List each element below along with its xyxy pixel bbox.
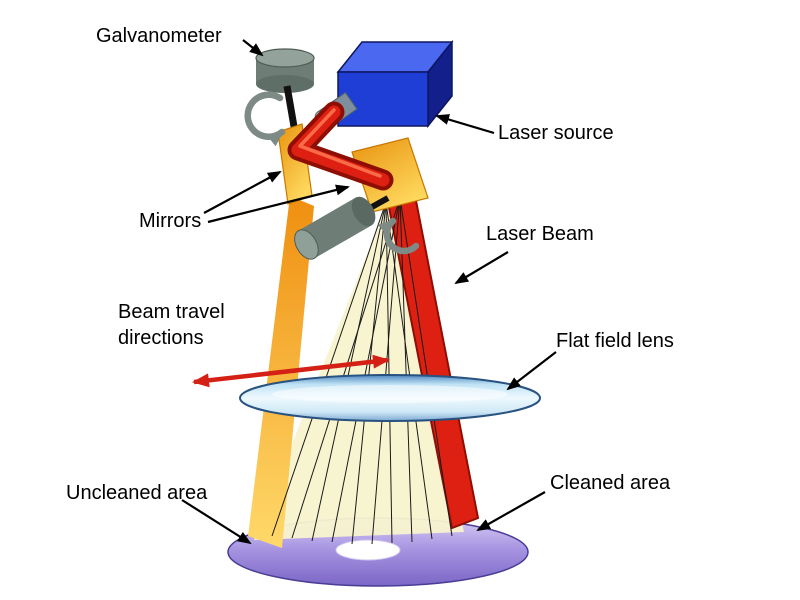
elbow-highlight [298, 108, 382, 178]
galvanometer-arrow [242, 39, 264, 57]
laser-source-box [336, 39, 454, 129]
rotation-arrow-1 [244, 91, 286, 147]
rotation-arrow-2 [377, 217, 420, 255]
cleaned-area-label: Cleaned area [550, 472, 671, 494]
laser-source-arrow [435, 114, 495, 135]
galvo2-end [351, 196, 376, 227]
cleaned-area-arrow [476, 491, 546, 531]
scan-line [399, 197, 453, 537]
laser-source-label: Laser source [498, 122, 614, 144]
beam-travel-label-1: Beam travel [118, 301, 225, 323]
laser-beam-elbow [287, 101, 394, 191]
flat-field-lens-arrow [506, 351, 557, 391]
galvanometer-label: Galvanometer [96, 25, 222, 47]
galvo1-bottom [256, 75, 314, 93]
galvo2-cap [294, 229, 319, 260]
laser-beam-arrow [454, 251, 509, 285]
flat-field-lens-label: Flat field lens [556, 330, 674, 352]
mirrors-arrow-2 [207, 184, 350, 224]
beam-travel-arrow [192, 354, 390, 388]
laser-box-front [337, 71, 429, 127]
laser-beam-label: Laser Beam [486, 223, 594, 245]
galvanometer-motor-2 [294, 196, 376, 260]
scan-line [385, 201, 433, 540]
mirrors-arrow-1 [203, 171, 282, 214]
mirrors-label: Mirrors [139, 210, 201, 232]
galvo1-top [255, 48, 315, 68]
lens-highlight [272, 385, 508, 403]
uncleaned-area-arrow [181, 499, 252, 545]
beam-travel-label-2: directions [118, 327, 204, 349]
uncleaned-area-label: Uncleaned area [66, 482, 208, 504]
galvanometer-motor-1 [255, 48, 315, 93]
scan-line [399, 197, 413, 543]
disc-center-hole [335, 539, 401, 561]
